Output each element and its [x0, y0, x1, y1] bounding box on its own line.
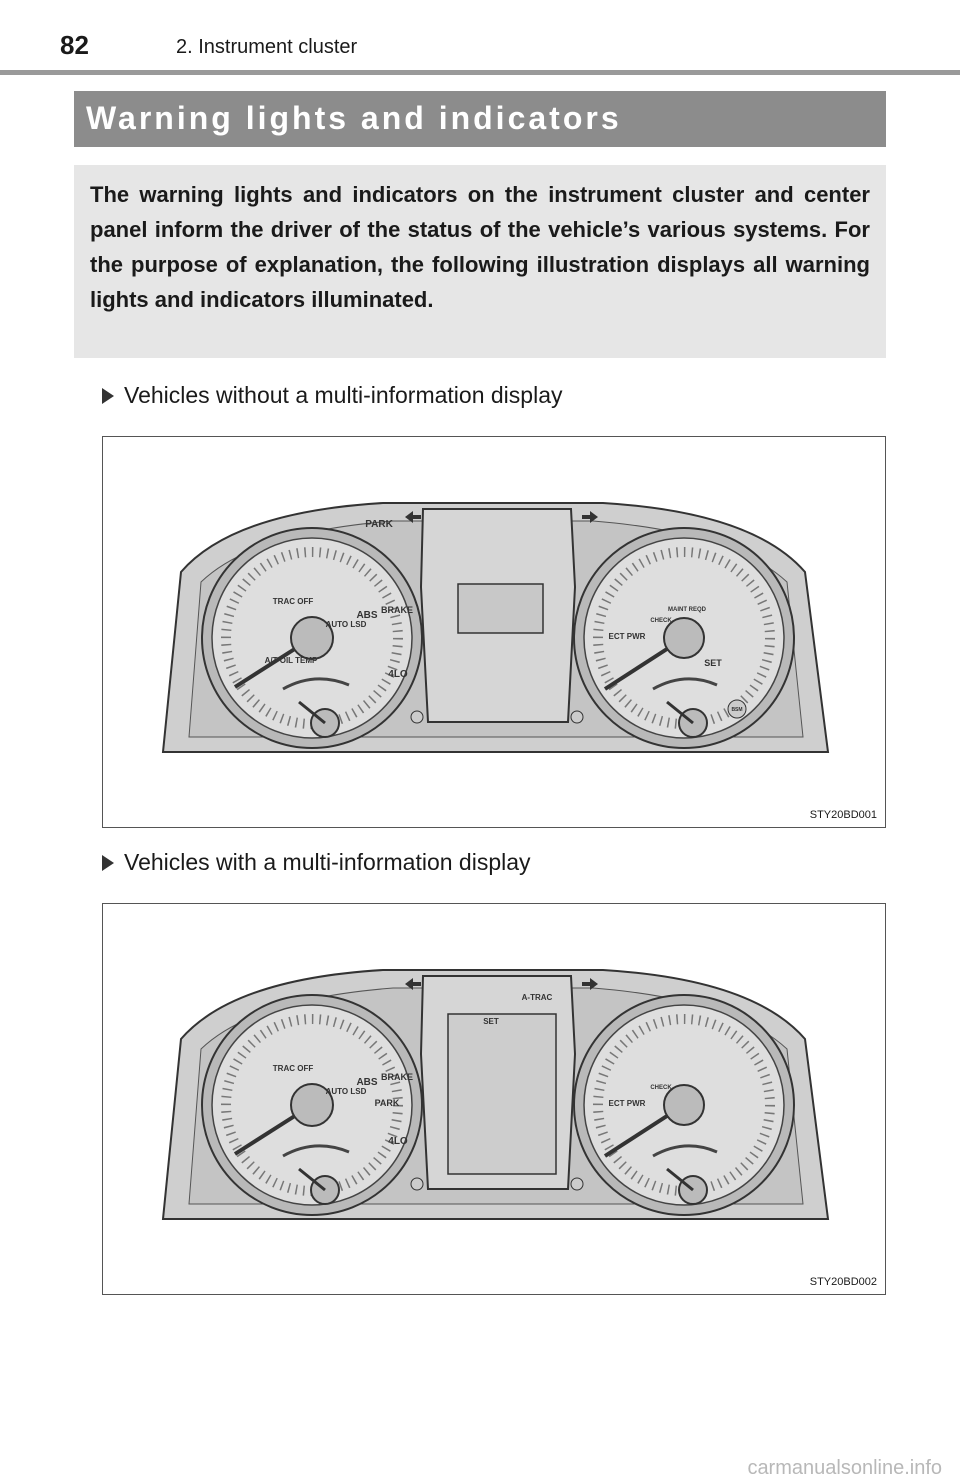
- running-head: 2. Instrument cluster: [176, 36, 358, 58]
- center-display-area: A-TRAC SET: [405, 975, 598, 1191]
- abs-label: ABS: [356, 610, 377, 621]
- park-label: PARK: [375, 1098, 400, 1108]
- figure-2: TRAC OFF AUTO LSD ABS BRAKE PARK 4LO A-T…: [102, 903, 886, 1295]
- auto-lsd-label: AUTO LSD: [326, 620, 367, 629]
- instrument-cluster-illustration-2: TRAC OFF AUTO LSD ABS BRAKE PARK 4LO A-T…: [161, 969, 830, 1220]
- figure-2-caption-text: Vehicles with a multi-information displa…: [124, 849, 531, 875]
- check-label: CHECK: [650, 618, 672, 624]
- center-display-area: PARK: [365, 508, 598, 724]
- instrument-cluster-illustration-1: TRAC OFF AUTO LSD ABS BRAKE A/T OIL TEMP…: [161, 502, 830, 753]
- triangle-bullet-icon: [102, 388, 114, 404]
- figure-1-code: STY20BD001: [809, 809, 877, 821]
- trac-off-label: TRAC OFF: [273, 1064, 314, 1073]
- at-oil-temp-label: A/T OIL TEMP: [265, 656, 318, 665]
- check-label: CHECK: [650, 1085, 672, 1091]
- four-lo-label: 4LO: [388, 669, 408, 680]
- maint-reqd-label: MAINT REQD: [668, 607, 707, 613]
- brake-label: BRAKE: [381, 605, 413, 615]
- intro-text: The warning lights and indicators on the…: [90, 182, 870, 312]
- triangle-bullet-icon: [102, 855, 114, 871]
- figure-1-caption: Vehicles without a multi-information dis…: [102, 382, 562, 409]
- figure-1-caption-text: Vehicles without a multi-information dis…: [124, 382, 563, 408]
- ect-pwr-label: ECT PWR: [609, 1099, 646, 1108]
- bsm-label: BSM: [731, 707, 742, 713]
- left-gauge: TRAC OFF AUTO LSD ABS BRAKE PARK 4LO: [201, 994, 423, 1216]
- set-label: SET: [483, 1017, 499, 1026]
- right-turn-arrow-icon: [582, 511, 598, 523]
- watermark: carmanualsonline.info: [747, 1457, 942, 1479]
- left-turn-arrow-icon: [405, 511, 421, 523]
- abs-label: ABS: [356, 1077, 377, 1088]
- intro-box: The warning lights and indicators on the…: [74, 165, 886, 358]
- set-label: SET: [704, 658, 722, 668]
- header-rule: [0, 70, 960, 75]
- left-gauge: TRAC OFF AUTO LSD ABS BRAKE A/T OIL TEMP…: [201, 527, 423, 749]
- auto-lsd-label: AUTO LSD: [326, 1087, 367, 1096]
- section-title: Warning lights and indicators: [86, 100, 622, 136]
- right-turn-arrow-icon: [582, 978, 598, 990]
- a-trac-label: A-TRAC: [522, 993, 553, 1002]
- brake-label: BRAKE: [381, 1072, 413, 1082]
- figure-1: TRAC OFF AUTO LSD ABS BRAKE A/T OIL TEMP…: [102, 436, 886, 828]
- figure-2-caption: Vehicles with a multi-information displa…: [102, 849, 531, 876]
- section-title-bar: Warning lights and indicators: [74, 91, 886, 147]
- trac-off-label: TRAC OFF: [273, 597, 314, 606]
- page-number: 82: [60, 30, 89, 60]
- figure-2-code: STY20BD002: [809, 1276, 877, 1288]
- right-gauge: CHECK MAINT REQD ECT PWR SET BSM: [573, 527, 795, 749]
- park-label: PARK: [365, 519, 393, 530]
- four-lo-label: 4LO: [388, 1136, 408, 1147]
- right-gauge: CHECK ECT PWR: [573, 994, 795, 1216]
- left-turn-arrow-icon: [405, 978, 421, 990]
- ect-pwr-label: ECT PWR: [609, 632, 646, 641]
